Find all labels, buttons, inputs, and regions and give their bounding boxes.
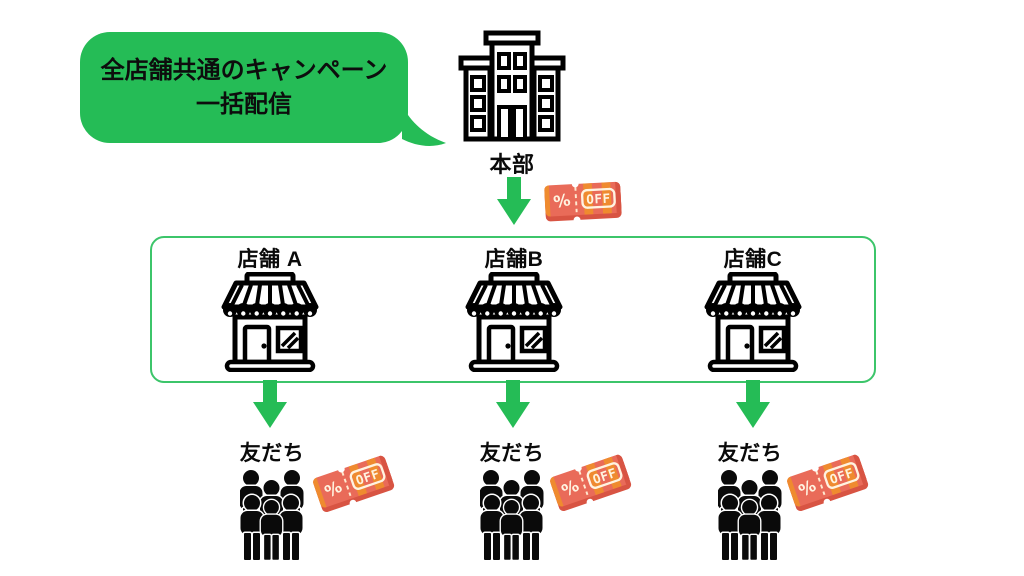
bubble-text-line2: 一括配信 <box>196 90 292 118</box>
speech-bubble-tail-icon <box>402 105 446 146</box>
discount-coupon-icon: % OFF <box>786 452 873 515</box>
friends-a-label: 友だち <box>239 442 305 465</box>
coupon-off-label: OFF <box>828 465 856 487</box>
down-arrow-icon <box>496 380 530 428</box>
coupon-off-label: OFF <box>354 466 382 488</box>
headquarters-label: 本部 <box>489 152 535 177</box>
people-group-icon <box>240 468 304 562</box>
store-group-a: 店舗 A <box>190 240 350 372</box>
friends-c-label: 友だち <box>717 442 783 465</box>
store-group-c: 店舗C <box>673 240 833 372</box>
storefront-icon <box>464 272 564 372</box>
coupon-off-label: OFF <box>591 465 619 487</box>
friends-group-b: 友だち <box>442 437 582 563</box>
discount-coupon-icon: % OFF <box>544 181 624 225</box>
people-group-icon <box>480 468 544 562</box>
discount-coupon-icon: % OFF <box>549 452 636 515</box>
discount-coupon-icon: % OFF <box>312 453 399 516</box>
headquarters-building-icon <box>458 30 566 142</box>
store-c-label: 店舗C <box>723 248 783 271</box>
down-arrow-icon <box>253 380 287 428</box>
friends-group-c: 友だち <box>680 437 820 563</box>
friends-b-label: 友だち <box>479 442 545 465</box>
store-b-label: 店舗B <box>484 248 544 271</box>
down-arrow-icon <box>736 380 770 428</box>
friends-group-a: 友だち <box>202 437 342 563</box>
store-group-b: 店舗B <box>434 240 594 372</box>
campaign-speech-bubble: 全店舗共通のキャンペーン 一括配信 <box>80 32 408 143</box>
bubble-text-line1: 全店舗共通のキャンペーン <box>100 56 388 84</box>
storefront-icon <box>220 272 320 372</box>
coupon-percent-label: % <box>552 190 573 212</box>
store-a-label: 店舗 A <box>237 248 303 271</box>
coupon-off-label: OFF <box>586 191 611 207</box>
storefront-icon <box>703 272 803 372</box>
people-group-icon <box>718 468 782 562</box>
down-arrow-icon <box>497 177 531 225</box>
